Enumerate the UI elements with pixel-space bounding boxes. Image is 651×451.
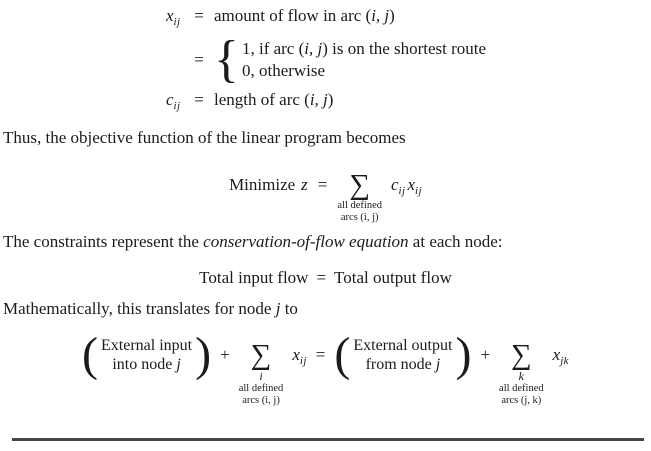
paragraph-mathematically-pre: Mathematically, this translates for node: [3, 299, 276, 318]
variable-x: x: [292, 345, 300, 364]
equals-sign: =: [194, 6, 204, 25]
sum-label-2: arcs (i, j): [242, 395, 280, 406]
external-output-group: ( External output from node j ): [334, 331, 471, 379]
paragraph-mathematically: Mathematically, this translates for node…: [3, 299, 648, 319]
definition-c: cij = length of arc (i, j): [166, 90, 333, 112]
variable-x-ij: xij: [166, 6, 192, 28]
paren-symbol: (: [334, 328, 351, 381]
plus-sign: +: [480, 345, 491, 364]
definition-text-pre: amount of flow in arc (: [214, 6, 372, 25]
sum-label-1: all defined: [499, 383, 544, 394]
summation-objective: ∑ all defined arcs (i, j): [337, 170, 382, 224]
case-one-post: ) is on the shortest route: [322, 39, 487, 58]
paragraph-constraints-post: at each node:: [408, 232, 503, 251]
minimize-label: Minimize: [229, 175, 296, 194]
arc-indices: i, j: [304, 39, 323, 58]
variable-j: j: [435, 356, 441, 373]
flow-right: Total output flow: [334, 268, 452, 287]
definition-text-pre: length of arc (: [214, 90, 310, 109]
term-x-jk: xjk: [553, 331, 569, 379]
conservation-of-flow-emphasis: conservation-of-flow equation: [203, 232, 409, 251]
subscript-ij: ij: [398, 185, 406, 197]
case-zero: 0, otherwise: [241, 61, 326, 80]
case-one-pre: 1, if arc (: [241, 39, 305, 58]
bottom-rule: [12, 438, 644, 441]
term-x-ij: xij: [292, 331, 306, 379]
case-one: 1, if arc (i, j) is on the shortest rout…: [242, 38, 486, 60]
variable-subscript: ij: [173, 100, 181, 112]
equals-sign: =: [194, 90, 204, 109]
definition-text: length of arc (i, j): [214, 90, 333, 110]
variable-c-ij: cij: [166, 90, 192, 112]
sum-label-1: all defined: [238, 383, 284, 394]
variable-x: x: [407, 175, 416, 194]
definition-text: amount of flow in arc (i, j): [214, 6, 395, 26]
node-equation: ( External input into node j ) + ∑ i all…: [0, 331, 651, 407]
variable-base: x: [166, 6, 174, 25]
sum-label-2: arcs (j, k): [501, 395, 542, 406]
external-input-lines: External input into node j: [101, 336, 192, 374]
node-j-emphasis: j: [275, 299, 281, 318]
summation-outflow: ∑ k all defined arcs (j, k): [499, 340, 544, 407]
sigma-symbol: ∑: [510, 339, 532, 371]
sum-index-i: i: [259, 369, 263, 383]
external-input-line1: External input: [101, 337, 193, 354]
plus-sign: +: [220, 345, 230, 364]
definition-text-post: ): [389, 6, 395, 25]
into-node-text: into node: [112, 356, 177, 373]
equals-sign: =: [317, 175, 328, 194]
paren-symbol: (: [82, 328, 99, 381]
paren-symbol: ): [195, 328, 212, 381]
definition-cases: = { 1, if arc (i, j) is on the shortest …: [166, 31, 486, 88]
paragraph-constraints: The constraints represent the conservati…: [3, 232, 648, 252]
external-input-group: ( External input into node j ): [82, 331, 211, 379]
arc-indices: i, j: [309, 90, 328, 109]
summation-inflow: ∑ i all defined arcs (i, j): [239, 340, 284, 407]
variable-c: c: [391, 175, 399, 194]
paren-symbol: ): [455, 328, 472, 381]
sigma-symbol: ∑: [349, 169, 371, 201]
brace-symbol: {: [214, 31, 239, 88]
external-input-line2: into node j: [112, 355, 180, 374]
variable-x: x: [552, 345, 561, 364]
equals-sign: =: [315, 345, 326, 364]
case-lines: 1, if arc (i, j) is on the shortest rout…: [242, 38, 486, 82]
equals-sign: =: [316, 268, 327, 287]
objective-equation: Minimize z = ∑ all defined arcs (i, j) c…: [0, 170, 651, 224]
sum-label-1: all defined: [337, 200, 382, 211]
flow-balance-equation: Total input flow = Total output flow: [0, 268, 651, 288]
sum-label-2: arcs (i, j): [340, 212, 379, 223]
external-output-line1: External output: [353, 337, 453, 354]
equals-sign: =: [194, 50, 204, 69]
paragraph-objective: Thus, the objective function of the line…: [3, 128, 406, 147]
subscript-ij: ij: [415, 185, 422, 197]
sum-index-k: k: [518, 369, 524, 383]
variable-subscript: ij: [173, 16, 181, 28]
definition-text-post: ): [327, 90, 334, 109]
sigma-symbol: ∑: [250, 339, 272, 371]
external-output-lines: External output from node j: [353, 336, 452, 374]
from-node-text: from node: [365, 356, 436, 373]
paragraph-mathematically-post: to: [280, 299, 298, 318]
external-output-line2: from node j: [366, 355, 441, 374]
arc-indices: i, j: [371, 6, 390, 25]
paragraph-constraints-pre: The constraints represent the: [3, 232, 204, 251]
definition-x: xij = amount of flow in arc (i, j): [166, 6, 395, 28]
flow-left: Total input flow: [199, 268, 309, 287]
subscript-jk: jk: [560, 355, 569, 367]
variable-z: z: [301, 175, 308, 194]
subscript-ij: ij: [299, 355, 307, 367]
variable-base: c: [166, 90, 174, 109]
variable-j: j: [176, 356, 181, 373]
